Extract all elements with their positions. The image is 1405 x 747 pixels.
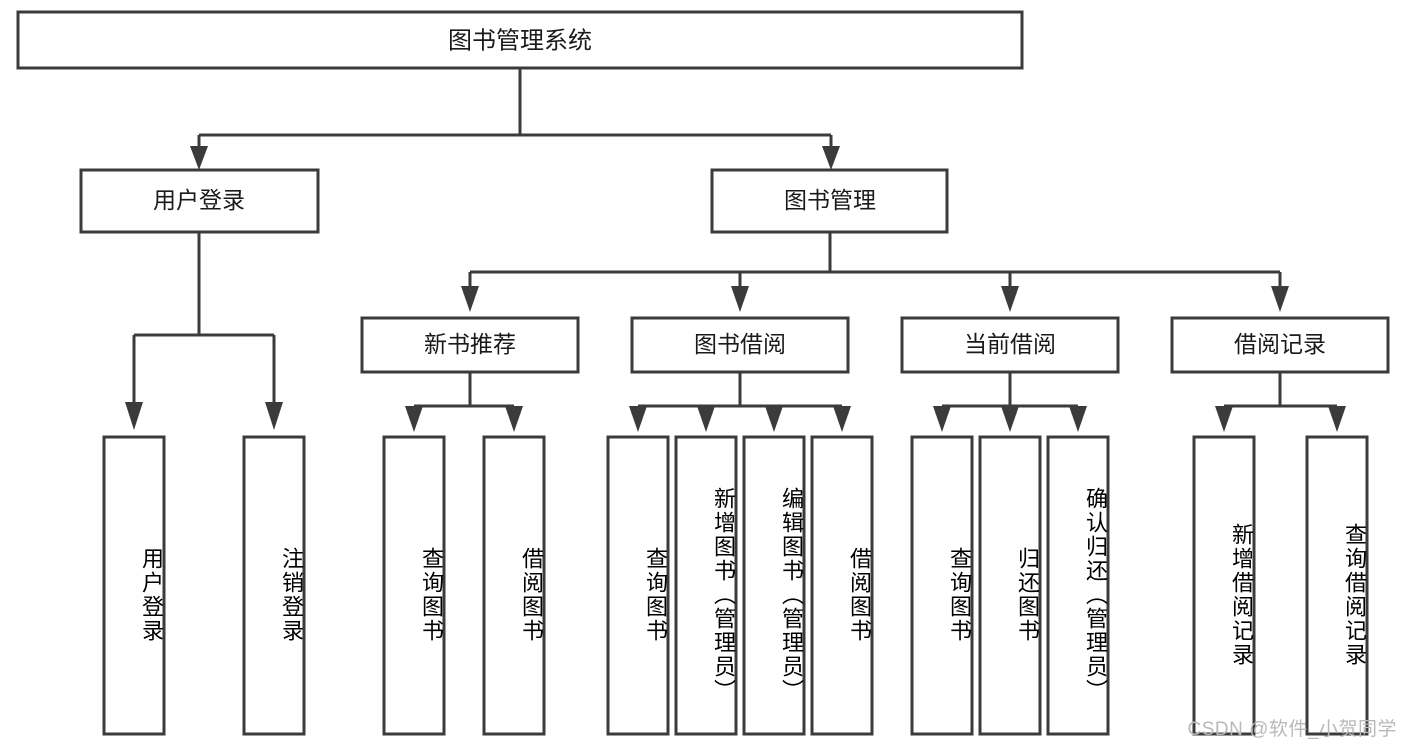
node-current-borrow-box[interactable] [900,316,1120,374]
leaf-box-new-book-1[interactable] [382,435,446,736]
leaf-label-new-book-2: 借阅图书 [519,546,544,643]
leaf-label-wrap-borrow-record-2: 查询借阅记录 [1307,437,1367,734]
leaf-label-borrow-record-1: 新增借阅记录 [1229,522,1254,667]
leaf-label-borrow-record-2: 查询借阅记录 [1342,522,1367,667]
leaf-label-wrap-user-login-2: 注销登录 [244,437,304,734]
arrow-head-leaf-user-login-2 [265,402,283,430]
arrow-head-borrow-record [1271,286,1289,312]
leaf-box-user-login-2[interactable] [242,435,306,736]
leaf-label-book-borrow-1: 查询图书 [643,546,668,643]
leaf-box-current-borrow-1[interactable] [910,435,974,736]
leaf-label-book-borrow-4: 借阅图书 [847,546,872,643]
leaf-label-user-login-1: 用户登录 [139,546,164,643]
arrow-head-leaf-borrow-record-2 [1328,406,1346,432]
arrow-head-leaf-new-book-2 [505,406,523,432]
leaf-box-borrow-record-2[interactable] [1305,435,1369,736]
leaf-box-book-borrow-3[interactable] [742,435,806,736]
leaf-label-user-login-2: 注销登录 [279,546,304,643]
arrow-head-new-book [461,286,479,312]
arrow-head-leaf-current-borrow-3 [1069,406,1087,432]
leaf-label-current-borrow-3: 确认归还（管理员） [1083,486,1108,703]
watermark-text: CSDN @软件_小贺同学 [1187,719,1397,740]
leaf-box-current-borrow-3[interactable] [1046,435,1110,736]
arrow-head-leaf-borrow-record-1 [1215,406,1233,432]
leaf-label-current-borrow-1: 查询图书 [947,546,972,643]
node-root-box[interactable] [16,10,1024,70]
leaf-box-user-login-1[interactable] [102,435,166,736]
leaf-label-current-borrow-2: 归还图书 [1015,546,1040,643]
leaf-label-book-borrow-3: 编辑图书（管理员） [779,486,804,703]
leaf-label-book-borrow-2: 新增图书（管理员） [711,486,736,703]
node-book-mgmt-label: 图书管理 [784,187,876,213]
arrow-head-leaf-user-login-1 [125,402,143,430]
arrow-head-leaf-book-borrow-4 [833,406,851,432]
leaf-label-wrap-user-login-1: 用户登录 [104,437,164,734]
leaf-box-borrow-record-1[interactable] [1192,435,1256,736]
node-root-label: 图书管理系统 [448,27,592,54]
leaf-box-new-book-2[interactable] [482,435,546,736]
leaf-label-wrap-current-borrow-1: 查询图书 [912,437,972,734]
node-current-borrow-label: 当前借阅 [964,331,1056,357]
leaf-label-wrap-current-borrow-3: 确认归还（管理员） [1048,437,1108,734]
arrow-head-book-borrow [731,286,749,312]
leaf-label-wrap-current-borrow-2: 归还图书 [980,437,1040,734]
node-new-book-label: 新书推荐 [424,331,516,357]
arrow-head-leaf-book-borrow-3 [765,406,783,432]
arrow-head-leaf-new-book-1 [405,406,423,432]
leaf-label-wrap-new-book-2: 借阅图书 [484,437,544,734]
leaf-label-wrap-book-borrow-3: 编辑图书（管理员） [744,437,804,734]
leaf-box-book-borrow-1[interactable] [606,435,670,736]
arrow-head-leaf-current-borrow-2 [1001,406,1019,432]
leaf-label-wrap-book-borrow-1: 查询图书 [608,437,668,734]
node-new-book-box[interactable] [360,316,580,374]
node-user-login-label: 用户登录 [153,187,245,213]
leaf-box-book-borrow-2[interactable] [674,435,738,736]
arrow-head-book-mgmt [822,146,840,170]
node-borrow-record-label: 借阅记录 [1234,331,1326,357]
leaf-label-wrap-book-borrow-4: 借阅图书 [812,437,872,734]
leaf-label-wrap-borrow-record-1: 新增借阅记录 [1194,437,1254,734]
leaf-label-wrap-new-book-1: 查询图书 [384,437,444,734]
node-book-borrow-label: 图书借阅 [694,331,786,357]
arrow-head-leaf-book-borrow-2 [697,406,715,432]
arrow-head-leaf-current-borrow-1 [933,406,951,432]
arrow-head-leaf-book-borrow-1 [629,406,647,432]
leaf-label-wrap-book-borrow-2: 新增图书（管理员） [676,437,736,734]
arrow-head-current-borrow [1001,286,1019,312]
arrow-head-user-login [190,146,208,170]
leaf-box-current-borrow-2[interactable] [978,435,1042,736]
leaf-box-book-borrow-4[interactable] [810,435,874,736]
leaf-label-new-book-1: 查询图书 [419,546,444,643]
